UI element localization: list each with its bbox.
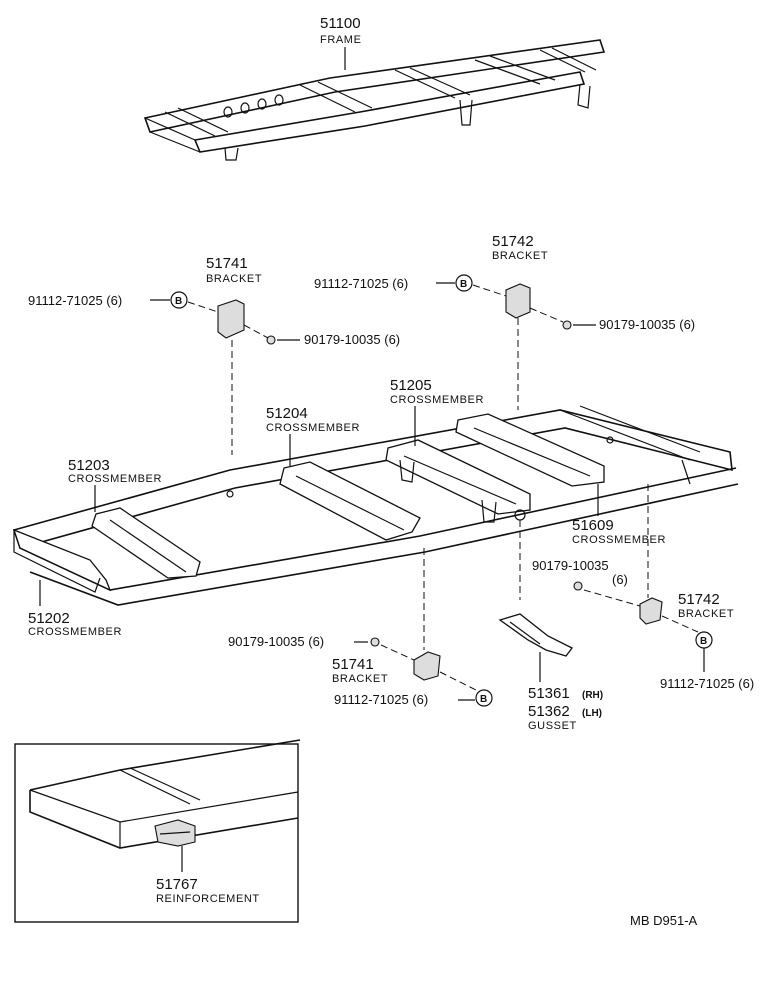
gusset-lh-number: 51362: [528, 703, 570, 720]
nut-mid-right-text: 90179-10035: [532, 558, 609, 573]
cross-51204-number: 51204: [266, 405, 308, 422]
cross-51203-label: CROSSMEMBER: [68, 473, 162, 485]
gusset-rh-suffix: (RH): [582, 690, 603, 701]
cross-51205-label: CROSSMEMBER: [390, 394, 484, 406]
gusset-rh-number: 51361: [528, 685, 570, 702]
gusset-lh-suffix: (LH): [582, 708, 602, 719]
bracket-51742-bottom-label: BRACKET: [678, 608, 734, 620]
bracket-51742-top-number: 51742: [492, 233, 534, 250]
bracket-51741-bottom-number: 51741: [332, 656, 374, 673]
crossmember-frame-drawing: [12, 405, 739, 606]
gusset-part: [498, 613, 573, 657]
nut-left-top-part: [266, 335, 276, 345]
nut-right-top-part: [562, 320, 572, 330]
bracket-51742-bottom-number: 51742: [678, 591, 720, 608]
bolt-right-top-badge: B: [460, 279, 467, 290]
bolt-right-top-text: 91112-71025 (6): [314, 276, 408, 291]
bolt-right-bottom-badge: B: [700, 636, 707, 647]
reinforcement-number: 51767: [156, 876, 198, 893]
bolt-left-top-badge: B: [175, 296, 182, 307]
bracket-51742-bottom-part: [639, 597, 663, 625]
bracket-51741-top-part: [217, 299, 245, 339]
bracket-51741-top-number: 51741: [206, 255, 248, 272]
bolt-left-bottom-badge-circle: [475, 689, 493, 707]
cross-51202-number: 51202: [28, 610, 70, 627]
reinforcement-inset-drawing: [29, 739, 301, 849]
bracket-51741-top-label: BRACKET: [206, 273, 262, 285]
nut-mid-right-part: [573, 581, 583, 591]
cross-51202-label: CROSSMEMBER: [28, 626, 122, 638]
diagram-code: MB D951-A: [630, 913, 698, 928]
bolt-left-bottom-text: 91112-71025 (6): [334, 692, 428, 707]
cross-51609-number: 51609: [572, 517, 614, 534]
frame-label: FRAME: [320, 34, 362, 46]
reinforcement-inset-box: [14, 743, 299, 923]
bolt-right-bottom-text: 91112-71025 (6): [660, 676, 754, 691]
nut-mid-right-qty: (6): [612, 572, 628, 587]
cross-51609-label: CROSSMEMBER: [572, 534, 666, 546]
bolt-left-bottom-badge: B: [480, 694, 487, 705]
frame-assembly-drawing: [143, 39, 606, 161]
nut-left-bottom-text: 90179-10035 (6): [228, 634, 324, 649]
cross-51203-number: 51203: [68, 457, 110, 474]
bracket-51741-bottom-label: BRACKET: [332, 673, 388, 685]
frame-part-number: 51100: [320, 15, 361, 32]
bolt-left-top-badge-circle: [170, 291, 188, 309]
bracket-51742-top-part: [505, 283, 531, 319]
bolt-right-top-badge-circle: [455, 274, 473, 292]
nut-left-bottom-part: [370, 637, 380, 647]
bracket-51742-top-label: BRACKET: [492, 250, 548, 262]
cross-51205-number: 51205: [390, 377, 432, 394]
nut-right-top-text: 90179-10035 (6): [599, 317, 695, 332]
reinforcement-label: REINFORCEMENT: [156, 893, 260, 905]
cross-51204-label: CROSSMEMBER: [266, 422, 360, 434]
bracket-51741-bottom-part: [413, 651, 441, 681]
bolt-left-top-text: 91112-71025 (6): [28, 293, 122, 308]
gusset-label: GUSSET: [528, 720, 577, 732]
nut-left-top-text: 90179-10035 (6): [304, 332, 400, 347]
